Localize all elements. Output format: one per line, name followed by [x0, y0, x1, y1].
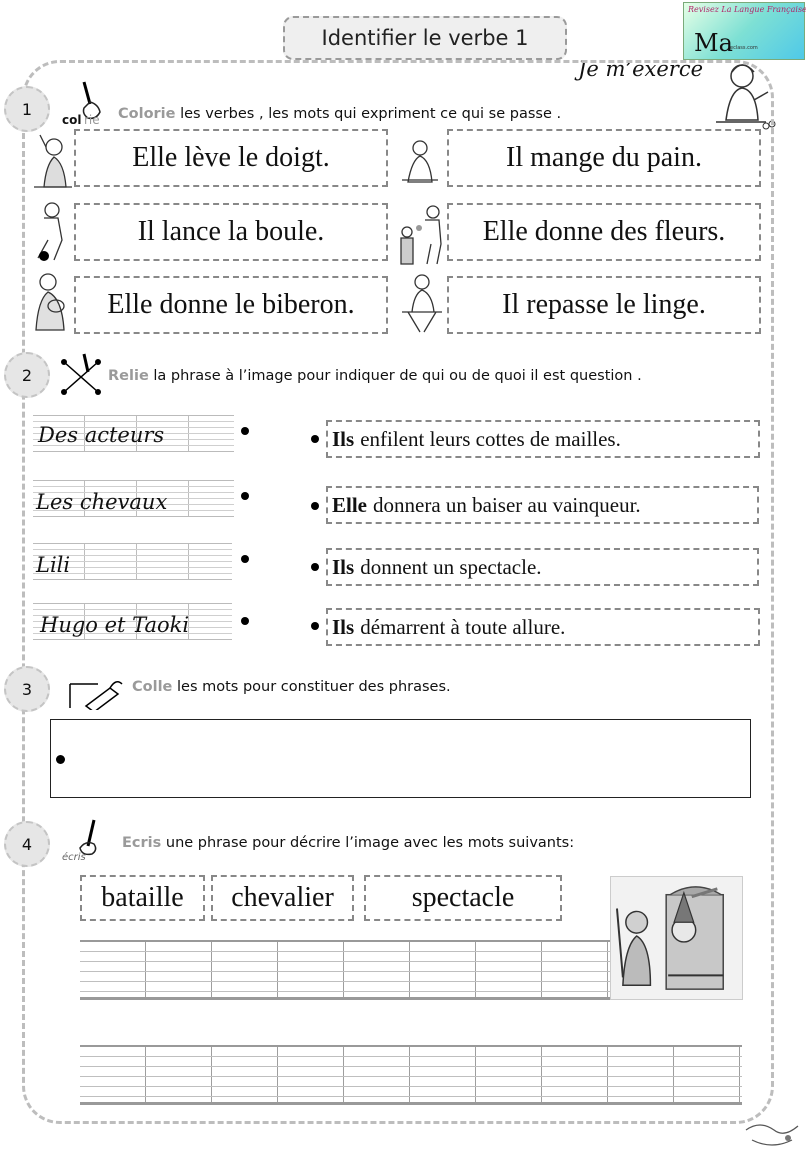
girl-raising-hand-picture: [34, 134, 72, 188]
phrase-text-4: démarrent à toute allure.: [360, 614, 566, 639]
boy-eating-picture: [402, 140, 438, 183]
exercise4-instruction-text: une phrase pour décrire l’image avec les…: [161, 835, 575, 851]
exercise-number-2: 2: [4, 352, 50, 398]
svg-text:rie: rie: [84, 113, 100, 126]
exercise-number-4: 4: [4, 821, 50, 867]
scribble-icon: [745, 1124, 799, 1146]
man-ironing-picture: [402, 274, 442, 333]
word-box-1: bataille: [80, 875, 205, 921]
sentence-box-1[interactable]: Elle lève le doigt.: [74, 129, 388, 187]
phrase-text-1: enfilent leurs cottes de mailles.: [360, 426, 621, 451]
writing-lines-1[interactable]: [80, 940, 610, 1000]
exercise3-instruction-text: les mots pour constituer des phrases.: [172, 679, 451, 695]
paste-bullet: [56, 755, 65, 764]
phrase-text-2: donnera un baiser au vainqueur.: [373, 492, 641, 517]
ecris-icon: écris: [62, 819, 97, 862]
logo-line1: Revisez La Langue Française: [688, 5, 806, 14]
phrase-pronoun-4: Ils: [332, 614, 355, 639]
sentence-box-6[interactable]: Il repasse le linge.: [447, 276, 761, 334]
colorie-icon: col rie: [62, 81, 101, 126]
sentence-box-2[interactable]: Il mange du pain.: [447, 129, 761, 187]
exercise2-instruction: Relie la phrase à l’image pour indiquer …: [108, 368, 642, 384]
svg-text:col: col: [62, 113, 81, 126]
subject-1: Des acteurs: [38, 423, 165, 447]
exercise1-instruction-text: les verbes , les mots qui expriment ce q…: [175, 106, 562, 122]
handwriting-lines-1: [33, 415, 234, 452]
subject-4: Hugo et Taoki: [40, 613, 190, 637]
phrase-pronoun-1: Ils: [332, 426, 355, 451]
boy-throwing-ball-picture: [37, 202, 63, 261]
brand-logo: Revisez La Langue Française Ma eclass.co…: [683, 2, 806, 60]
phrase-text-3: donnent un spectacle.: [360, 554, 542, 579]
page-title: Identifier le verbe 1: [283, 16, 567, 60]
phrase-dot-4[interactable]: [311, 622, 319, 630]
paste-area[interactable]: [50, 719, 751, 798]
exercise3-keyword: Colle: [132, 679, 173, 695]
writing-lines-2[interactable]: [80, 1045, 742, 1105]
exercise-number-3: 3: [4, 666, 50, 712]
exercise2-keyword: Relie: [108, 368, 149, 384]
subject-dot-1[interactable]: [241, 427, 249, 435]
logo-line3: eclass.com: [730, 45, 758, 51]
subject-dot-3[interactable]: [241, 555, 249, 563]
exercise-number-1: 1: [4, 86, 50, 132]
svg-text:écris: écris: [62, 851, 86, 862]
phrase-pronoun-2: Elle: [332, 492, 367, 517]
sentence-box-5[interactable]: Elle donne le biberon.: [74, 276, 388, 334]
children-flowers-picture: [400, 205, 442, 265]
handwriting-lines-4: [33, 603, 232, 640]
phrase-dot-3[interactable]: [311, 563, 319, 571]
phrase-dot-2[interactable]: [311, 502, 319, 510]
mother-feeding-baby-picture: [35, 273, 65, 331]
subject-2: Les chevaux: [36, 490, 168, 514]
handwriting-lines-3: [33, 543, 232, 580]
handwriting-lines-2: [33, 480, 234, 517]
phrase-dot-1[interactable]: [311, 435, 319, 443]
subject-dot-4[interactable]: [241, 617, 249, 625]
exercise-frame: [22, 60, 774, 1124]
word-box-2: chevalier: [211, 875, 354, 921]
exercise3-instruction: Colle les mots pour constituer des phras…: [132, 679, 451, 695]
exercise4-keyword: Ecris: [122, 835, 162, 851]
sentence-box-4[interactable]: Elle donne des fleurs.: [447, 203, 761, 261]
knights-throne-picture: [610, 876, 743, 1000]
relie-icon: [61, 353, 101, 395]
exercise1-keyword: Colorie: [118, 106, 176, 122]
exercise1-instruction: Colorie les verbes , les mots qui exprim…: [118, 106, 561, 122]
colle-icon: [69, 681, 123, 710]
subject-dot-2[interactable]: [241, 492, 249, 500]
sentence-box-3[interactable]: Il lance la boule.: [74, 203, 388, 261]
exercise2-instruction-text: la phrase à l’image pour indiquer de qui…: [148, 368, 642, 384]
word-box-3: spectacle: [364, 875, 562, 921]
logo-line2: Ma: [694, 29, 733, 57]
exercise4-instruction: Ecris une phrase pour décrire l’image av…: [122, 835, 574, 851]
subject-3: Lili: [36, 553, 71, 577]
phrase-pronoun-3: Ils: [332, 554, 355, 579]
